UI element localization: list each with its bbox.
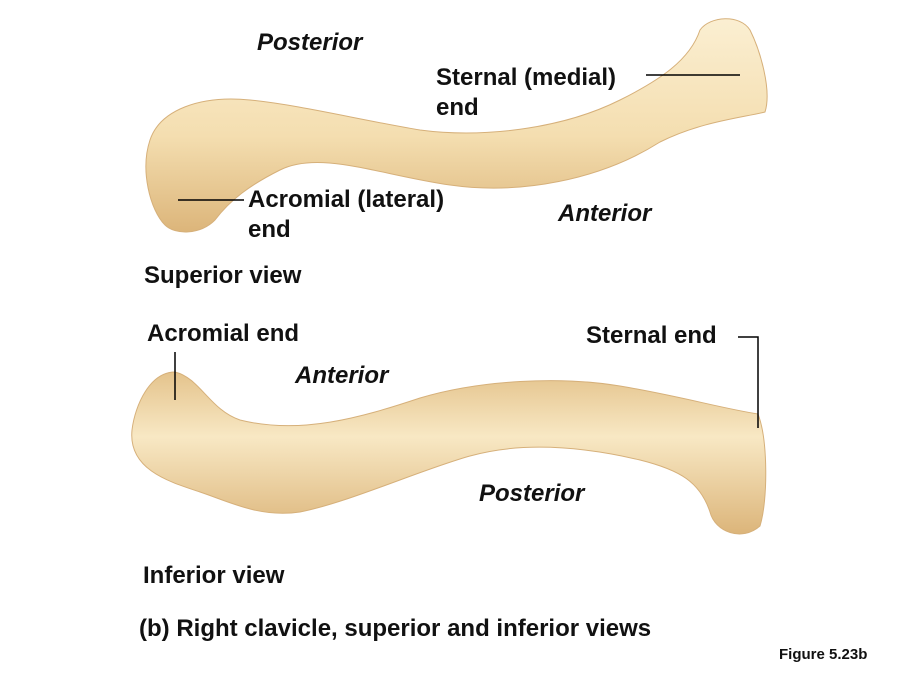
inferior-anterior-label: Anterior (295, 362, 389, 389)
figure-number: Figure 5.23b (779, 646, 868, 663)
sternal-medial-line2: end (436, 94, 479, 121)
superior-posterior-label: Posterior (257, 29, 363, 56)
figure-caption: (b) Right clavicle, superior and inferio… (139, 615, 652, 642)
inferior-posterior-label: Posterior (479, 480, 585, 507)
superior-anterior-label: Anterior (558, 200, 652, 227)
acromial-lateral-line2: end (248, 216, 291, 243)
sternal-medial-end-label: Sternal (medial) end (436, 63, 616, 123)
inferior-view-label: Inferior view (143, 562, 285, 589)
acromial-end-label: Acromial end (147, 320, 300, 347)
acromial-lateral-end-label: Acromial (lateral) end (248, 185, 444, 245)
superior-view-clavicle (145, 18, 768, 233)
inferior-view-clavicle (131, 371, 767, 535)
acromial-lateral-line1: Acromial (lateral) (248, 186, 445, 213)
superior-view-label: Superior view (144, 262, 302, 289)
sternal-end-label: Sternal end (586, 322, 717, 349)
sternal-medial-line1: Sternal (medial) (436, 64, 617, 91)
sternal-end-leader (738, 336, 759, 428)
